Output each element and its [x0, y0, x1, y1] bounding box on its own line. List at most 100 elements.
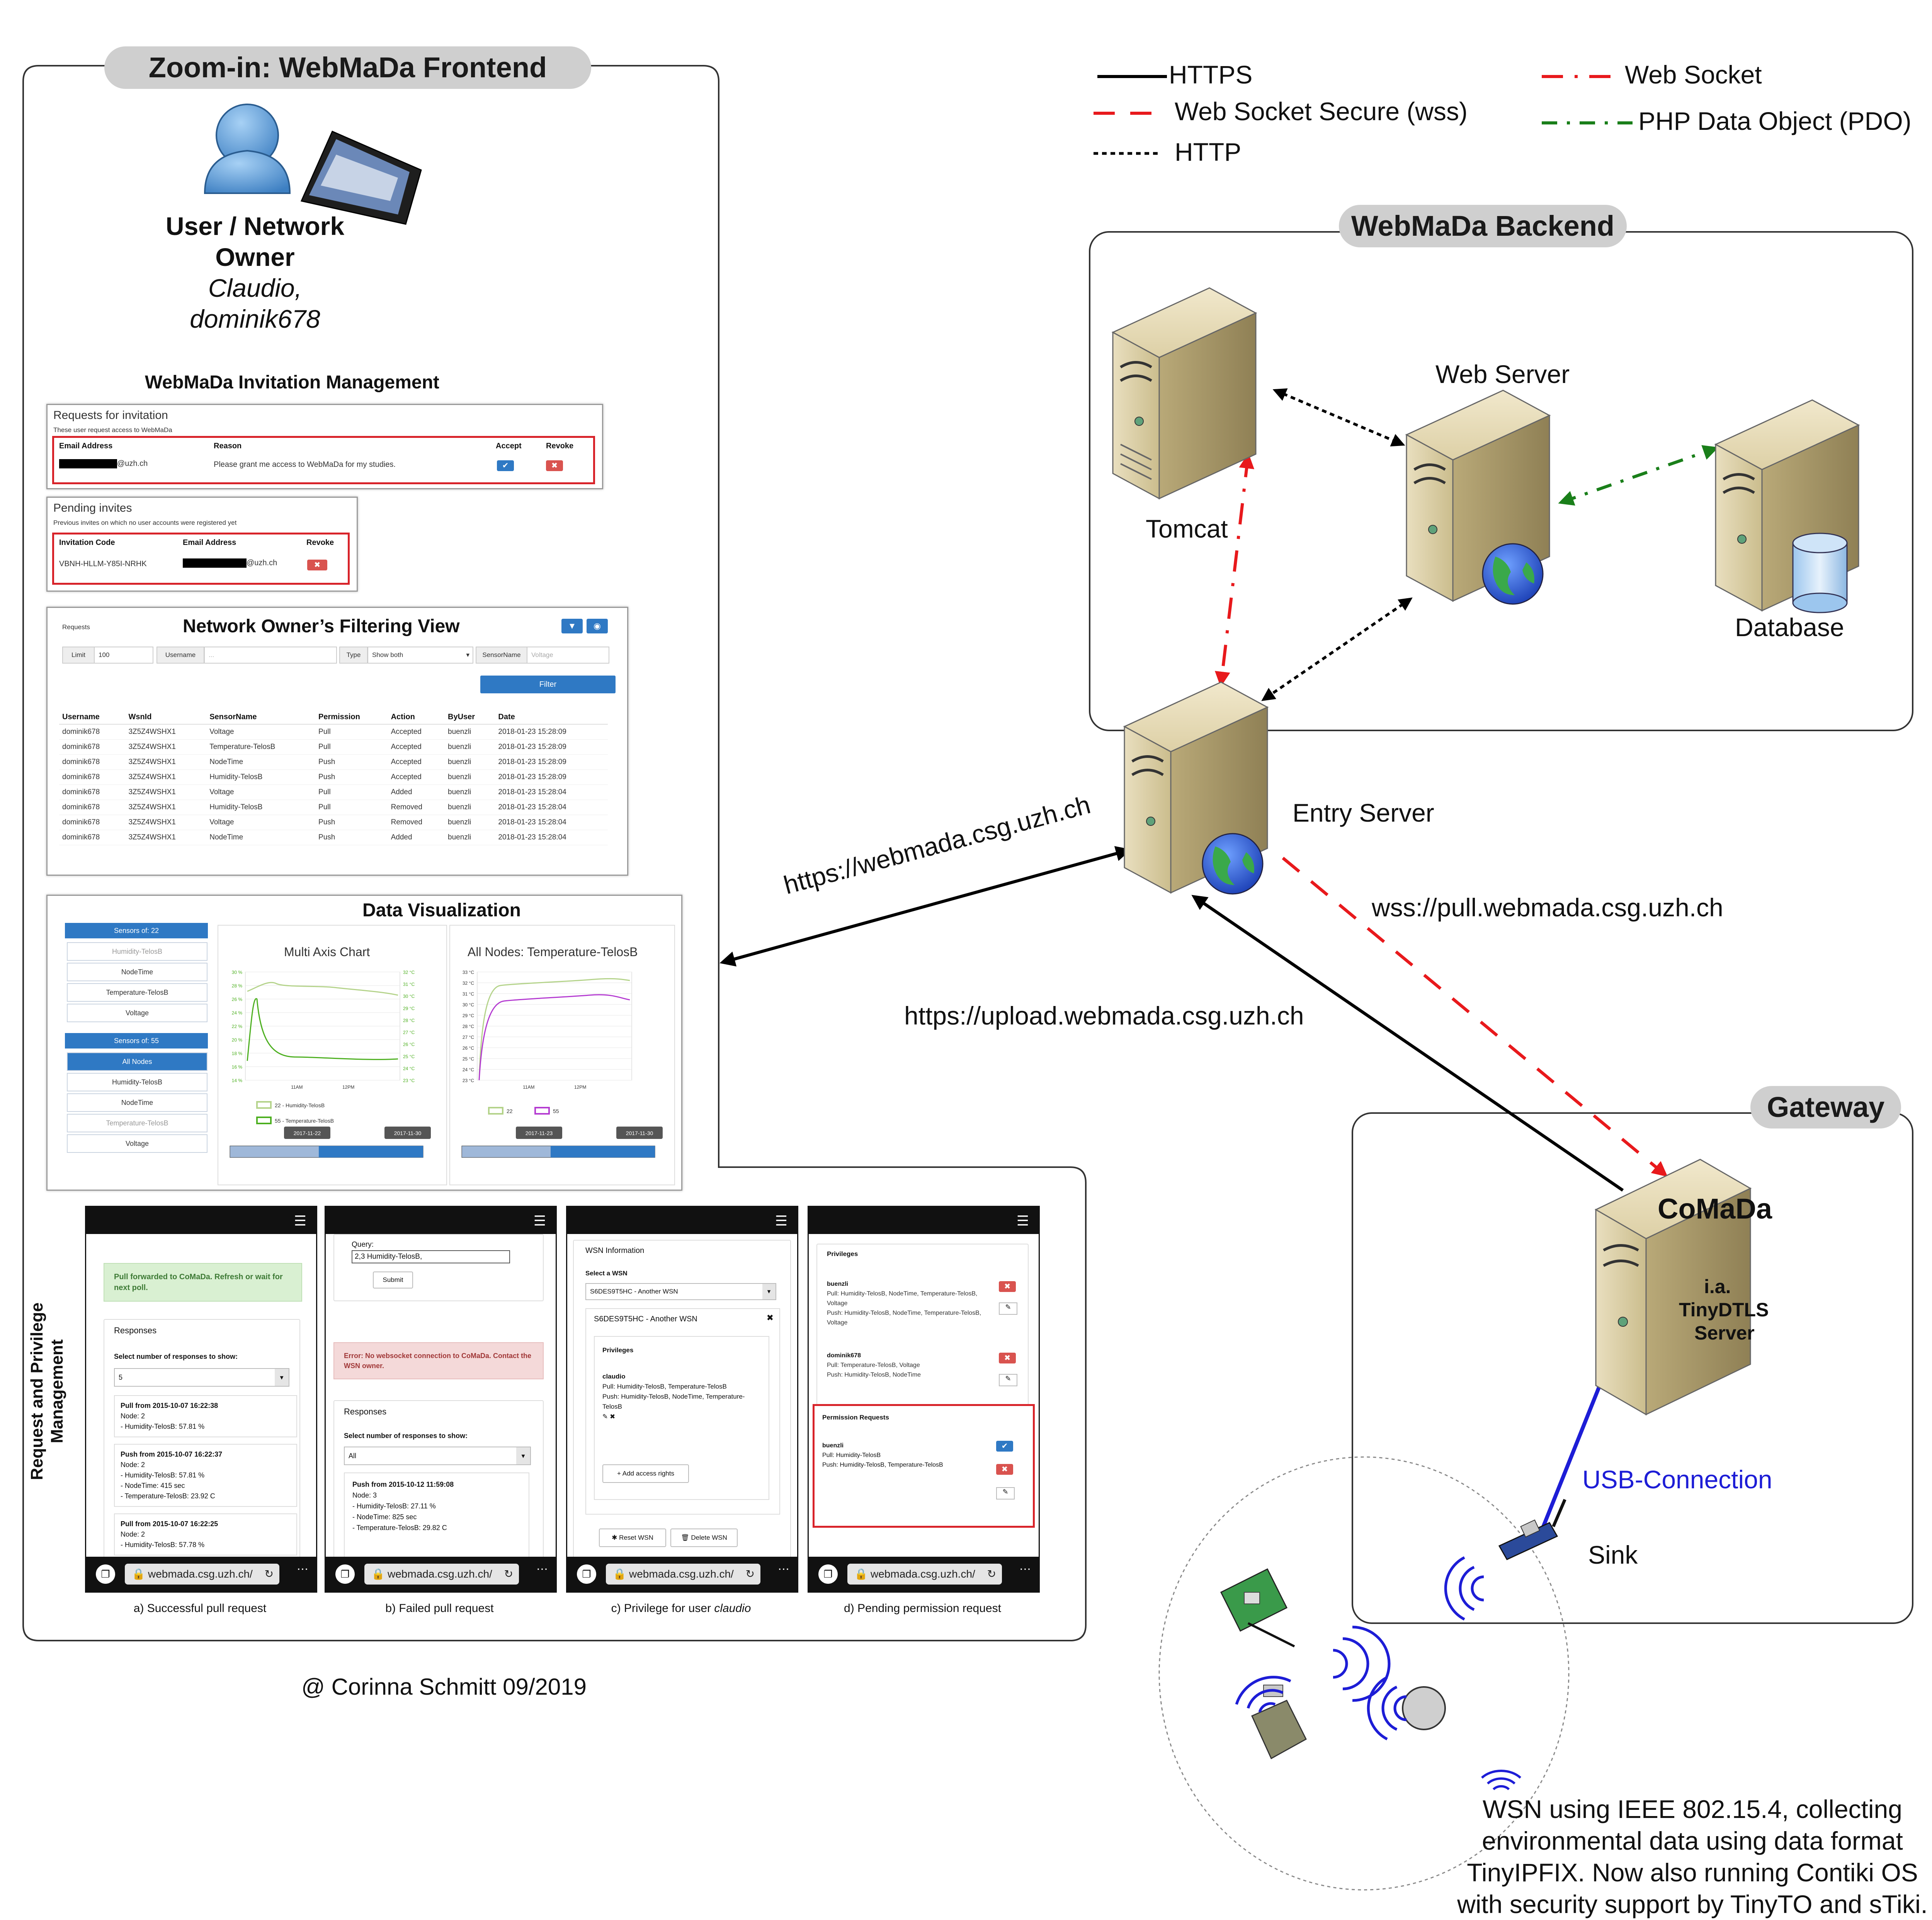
table-cell: 3Z5Z4WSHX1 — [125, 830, 207, 845]
lock-icon: 🔒 — [613, 1568, 626, 1580]
table-cell: Added — [388, 830, 445, 845]
phone-bottombar: ❐ 🔒webmada.csg.uzh.ch/↻ ⋯ — [809, 1557, 1039, 1591]
more-icon[interactable]: ⋯ — [297, 1563, 308, 1576]
phone-url-bar[interactable]: 🔒webmada.csg.uzh.ch/↻ — [606, 1564, 760, 1585]
y2-tick-label: 31 °C — [403, 982, 415, 987]
sensor-list-item[interactable]: Voltage — [67, 1004, 207, 1022]
phone-d-user2-edit-button[interactable]: ✎ — [999, 1374, 1017, 1386]
phone-topbar: ☰ — [326, 1207, 556, 1234]
sensorname-label: SensorName — [476, 647, 527, 664]
phone-d-req-deny-button[interactable]: ✖ — [996, 1464, 1013, 1475]
more-icon[interactable]: ⋯ — [778, 1563, 789, 1576]
phone-topbar: ☰ — [809, 1207, 1039, 1234]
hamburger-icon[interactable]: ☰ — [1016, 1213, 1029, 1229]
y2-tick-label: 26 °C — [403, 1042, 415, 1047]
phone-c-select-label: Select a WSN — [585, 1270, 628, 1277]
phone-d-user1-edit-button[interactable]: ✎ — [999, 1302, 1017, 1315]
type-select[interactable]: Show both▾ — [367, 647, 473, 664]
sensor-list-item[interactable]: All Nodes — [67, 1052, 207, 1071]
wsn-line-2: environmental data using data format — [1482, 1826, 1903, 1855]
table-cell: 2018-01-23 15:28:09 — [495, 754, 608, 770]
phone-a-select[interactable]: 5▾ — [114, 1368, 289, 1387]
reload-icon[interactable]: ↻ — [264, 1568, 274, 1580]
range-selection[interactable] — [551, 1146, 655, 1157]
phone-b-submit-button[interactable]: Submit — [373, 1271, 413, 1289]
pending-row-email: @uzh.ch — [183, 558, 277, 568]
legend-swatch — [256, 1117, 272, 1124]
phone-url-bar[interactable]: 🔒webmada.csg.uzh.ch/↻ — [364, 1564, 519, 1585]
tabs-icon[interactable]: ❐ — [335, 1564, 355, 1584]
view-toggle-button[interactable]: ◉ — [587, 619, 608, 633]
username-input[interactable]: ... — [204, 647, 337, 664]
tabs-icon[interactable]: ❐ — [818, 1564, 838, 1584]
close-icon: ✖ — [999, 1353, 1016, 1363]
tabs-icon[interactable]: ❐ — [96, 1564, 115, 1584]
tabs-icon[interactable]: ❐ — [577, 1564, 596, 1584]
comada-sub1: i.a. — [1704, 1276, 1731, 1297]
requests-highlight — [52, 436, 595, 484]
phone-url-bar[interactable]: 🔒webmada.csg.uzh.ch/↻ — [125, 1564, 279, 1585]
filter-toggle-button[interactable]: ▼ — [561, 619, 583, 633]
filter-button[interactable]: Filter — [480, 676, 616, 693]
sensor-list-item[interactable]: Temperature-TelosB — [67, 983, 207, 1002]
phone-c-inner-card: S6DES9T5HC - Another WSN ✖ Privileges cl… — [585, 1308, 780, 1515]
filter-col-header: Action — [388, 710, 445, 725]
range-date: 2017-11-22 — [294, 1130, 321, 1136]
phone-c-select[interactable]: S6DES9T5HC - Another WSN▾ — [585, 1283, 776, 1300]
phone-b-select[interactable]: All▾ — [344, 1447, 531, 1465]
phone-c-select-value: S6DES9T5HC - Another WSN — [590, 1288, 678, 1295]
pending-revoke-button[interactable]: ✖ — [307, 560, 327, 570]
requests-header-accept: Accept — [496, 442, 522, 450]
more-icon[interactable]: ⋯ — [536, 1563, 548, 1576]
phone-c-reset-button[interactable]: ✱ Reset WSN — [599, 1529, 666, 1547]
wireless-signal-icon — [1481, 1770, 1522, 1791]
requests-panel-title: Requests for invitation — [53, 409, 168, 422]
sensor-list-item[interactable]: Voltage — [67, 1134, 207, 1153]
wireless-signal-icon — [1235, 1676, 1291, 1713]
reload-icon[interactable]: ↻ — [987, 1568, 996, 1580]
phone-c-delete-label: Delete WSN — [691, 1534, 727, 1541]
response-entry-line: - Humidity-TelosB: 57.81 % — [121, 1471, 205, 1479]
hamburger-icon[interactable]: ☰ — [775, 1213, 787, 1229]
comada-server-icon — [1594, 1159, 1752, 1416]
hamburger-icon[interactable]: ☰ — [533, 1213, 546, 1229]
sensor-list-item[interactable]: Temperature-TelosB — [67, 1114, 207, 1132]
reload-icon[interactable]: ↻ — [745, 1568, 755, 1580]
revoke-button[interactable]: ✖ — [546, 460, 563, 471]
sensor-list-item[interactable]: NodeTime — [67, 963, 207, 981]
eye-icon: ◉ — [593, 621, 601, 631]
reload-icon[interactable]: ↻ — [504, 1568, 513, 1580]
phone-d-user2-remove-button[interactable]: ✖ — [999, 1353, 1016, 1363]
filter-view-title: Network Owner’s Filtering View — [183, 616, 460, 637]
wireless-signal-icon — [1367, 1676, 1407, 1741]
limit-input[interactable]: 100 — [94, 647, 153, 664]
close-icon[interactable]: ✖ — [766, 1313, 774, 1323]
phone-b-entry-head: Push from 2015-10-12 11:59:08 — [352, 1481, 454, 1488]
phone-c-user: claudio — [602, 1373, 626, 1380]
sensor-list-item[interactable]: NodeTime — [67, 1093, 207, 1112]
phone-url-bar[interactable]: 🔒webmada.csg.uzh.ch/↻ — [847, 1564, 1002, 1585]
y2-tick-label: 29 °C — [403, 1006, 415, 1011]
response-entry-line: Node: 2 — [121, 1530, 145, 1538]
hamburger-icon[interactable]: ☰ — [294, 1213, 306, 1229]
sensorname-input[interactable]: Voltage — [527, 647, 609, 664]
copyright: @ Corinna Schmitt 09/2019 — [301, 1674, 587, 1700]
phone-d-req-edit-button[interactable]: ✎ — [996, 1487, 1015, 1500]
phone-d-user1-remove-button[interactable]: ✖ — [999, 1281, 1016, 1292]
phone-b-query-input[interactable]: 2,3 Humidity-TelosB, — [352, 1250, 510, 1263]
range-selection[interactable] — [319, 1146, 423, 1157]
phone-c-privilege: ☰ WSN Information Select a WSN S6DES9T5H… — [566, 1206, 798, 1593]
phone-c-delete-button[interactable]: 🗑 Delete WSN — [670, 1529, 738, 1547]
phone-c-add-rights-button[interactable]: + Add access rights — [602, 1464, 689, 1483]
accept-button[interactable]: ✔ — [497, 460, 514, 471]
table-cell: Accepted — [388, 724, 445, 740]
close-icon[interactable]: ✖ — [609, 1413, 616, 1420]
more-icon[interactable]: ⋯ — [1019, 1563, 1031, 1576]
sensor-list-item[interactable]: Humidity-TelosB — [67, 1073, 207, 1091]
edit-icon[interactable]: ✎ — [602, 1413, 608, 1420]
phone-d-req-accept-button[interactable]: ✔ — [996, 1441, 1013, 1452]
sensor-list-item[interactable]: Humidity-TelosB — [67, 942, 207, 961]
